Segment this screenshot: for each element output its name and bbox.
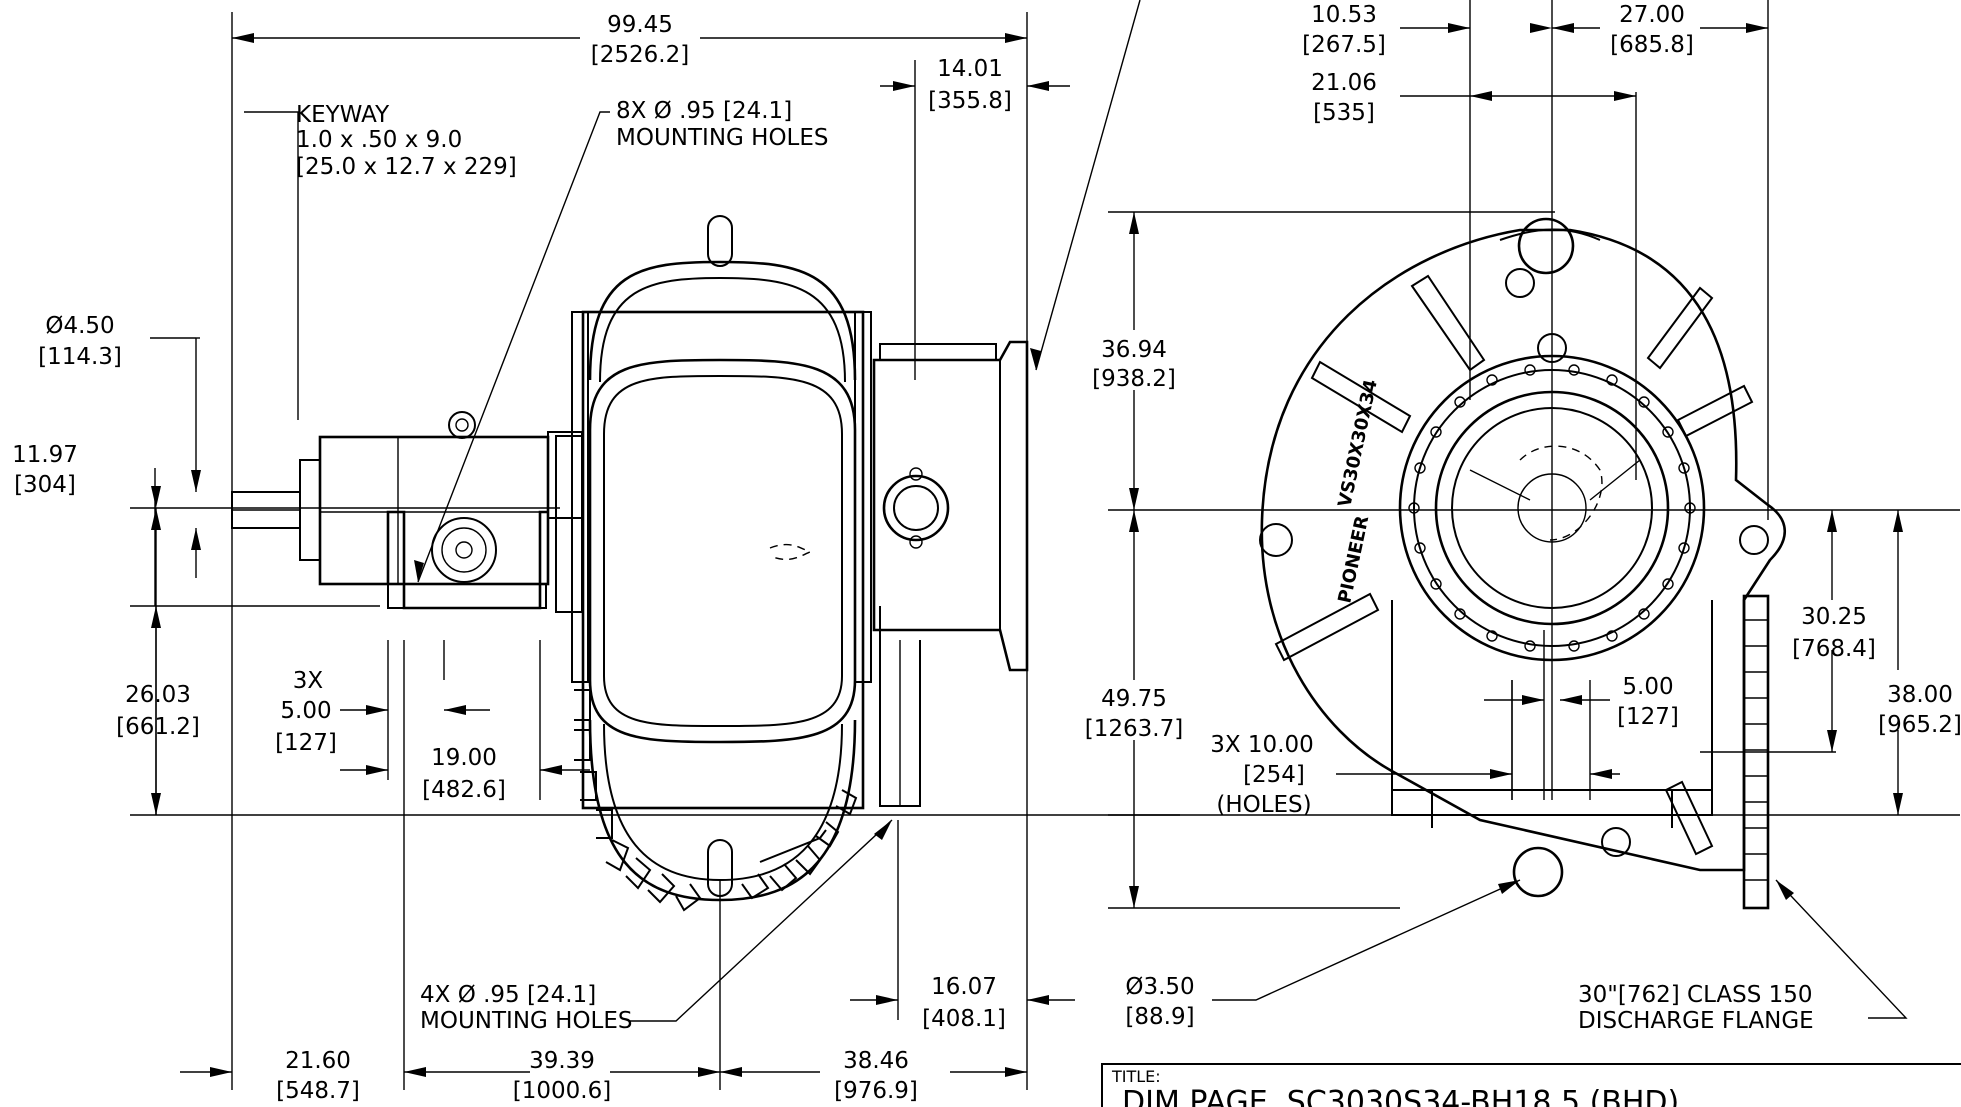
bolt-holes bbox=[1408, 364, 1696, 652]
hole-spacing-mm: [127] bbox=[275, 730, 337, 756]
inlet-spool bbox=[872, 340, 1029, 807]
shaft-to-mount-mm: [548.7] bbox=[276, 1078, 360, 1104]
side-view bbox=[130, 12, 1180, 1090]
foot-holes-spec: 3X 10.00 bbox=[1210, 732, 1314, 758]
foot-hole-spacing-in: 5.00 bbox=[1622, 674, 1673, 700]
shaft-diameter-in: Ø4.50 bbox=[45, 313, 114, 339]
foot-holes-note: (HOLES) bbox=[1216, 792, 1311, 818]
shaft-height-in: 11.97 bbox=[12, 442, 78, 468]
volute-ribs bbox=[1274, 274, 1754, 856]
front-base bbox=[1391, 600, 1713, 828]
mounting-holes-4x-label: MOUNTING HOLES bbox=[420, 1008, 633, 1034]
mounting-holes-8x-spec: 8X Ø .95 [24.1] bbox=[616, 98, 792, 124]
mount-to-flange-mm: [976.9] bbox=[834, 1078, 918, 1104]
mount-span-in: 39.39 bbox=[529, 1048, 595, 1074]
keyway-size-mm: [25.0 x 12.7 x 229] bbox=[296, 154, 517, 180]
motor-base-in: 19.00 bbox=[431, 745, 497, 771]
hole-spacing-in: 5.00 bbox=[280, 698, 331, 724]
lower-height-in: 49.75 bbox=[1101, 686, 1167, 712]
casing-brand: PIONEER bbox=[1334, 514, 1373, 605]
suction-flange bbox=[1398, 354, 1706, 662]
side-view-dimensions: 99.45 [2526.2] 14.01 [355.8] Ø4.50 [114.… bbox=[12, 12, 1012, 1104]
shaft-to-mount-in: 21.60 bbox=[285, 1048, 351, 1074]
mount-span-mm: [1000.6] bbox=[513, 1078, 611, 1104]
inlet-offset-in: 14.01 bbox=[937, 56, 1003, 82]
discharge-flange-ribs bbox=[1744, 619, 1768, 881]
foot-to-flange-mm: [408.1] bbox=[922, 1006, 1006, 1032]
overall-length-mm: [2526.2] bbox=[591, 42, 689, 68]
motor bbox=[231, 411, 583, 586]
overall-to-base-in: 38.00 bbox=[1887, 682, 1953, 708]
front-extension-lines bbox=[1108, 0, 1960, 909]
inlet-offset-mm: [355.8] bbox=[928, 88, 1012, 114]
hole-spacing-count: 3X bbox=[293, 668, 324, 694]
upper-height-mm: [938.2] bbox=[1092, 366, 1176, 392]
front-view-notes: 30"[762] CLASS 150 DISCHARGE FLANGE bbox=[1578, 982, 1814, 1034]
mount-to-flange-in: 38.46 bbox=[843, 1048, 909, 1074]
title-value: DIM PAGE, SC3030S34-BH18.5 (BHD) bbox=[1122, 1085, 1679, 1107]
eye-diameter-mm: [88.9] bbox=[1125, 1004, 1194, 1030]
shaft-height-mm: [304] bbox=[14, 472, 76, 498]
casing-lettering: PIONEER VS30X30X34 bbox=[1334, 378, 1382, 605]
flange-teeth bbox=[574, 689, 858, 912]
base-to-center-in: 26.03 bbox=[125, 682, 191, 708]
mounting-holes-8x-label: MOUNTING HOLES bbox=[616, 125, 829, 151]
base-to-center-mm: [661.2] bbox=[116, 714, 200, 740]
side-extension-lines bbox=[130, 12, 1180, 1090]
motor-base-mm: [482.6] bbox=[422, 777, 506, 803]
arrowheads bbox=[151, 23, 1903, 1077]
discharge-height-in: 30.25 bbox=[1801, 604, 1867, 630]
upper-height-in: 36.94 bbox=[1101, 337, 1167, 363]
volute bbox=[1259, 217, 1786, 898]
gearbox bbox=[386, 435, 583, 613]
overall-to-base-mm: [965.2] bbox=[1878, 712, 1961, 738]
keyway-size-in: 1.0 x .50 x 9.0 bbox=[296, 127, 462, 153]
foot-hole-spacing-mm: [127] bbox=[1617, 704, 1679, 730]
overall-length-in: 99.45 bbox=[607, 12, 673, 38]
top-center-span-mm: [535] bbox=[1313, 100, 1375, 126]
foot-to-flange-in: 16.07 bbox=[931, 974, 997, 1000]
pump-casing-side bbox=[571, 215, 872, 912]
mounting-holes-4x-spec: 4X Ø .95 [24.1] bbox=[420, 982, 596, 1008]
top-right-offset-in: 27.00 bbox=[1619, 2, 1685, 28]
foot-holes-mm: [254] bbox=[1243, 762, 1305, 788]
eye-diameter-in: Ø3.50 bbox=[1125, 974, 1194, 1000]
top-center-span-in: 21.06 bbox=[1311, 70, 1377, 96]
front-view-dimensions: 10.53 [267.5] 27.00 [685.8] 21.06 [535] … bbox=[1085, 2, 1961, 1030]
side-view-notes: KEYWAY 1.0 x .50 x 9.0 [25.0 x 12.7 x 22… bbox=[296, 98, 829, 1034]
top-left-offset-in: 10.53 bbox=[1311, 2, 1377, 28]
keyway-label: KEYWAY bbox=[296, 102, 390, 128]
shaft-diameter-mm: [114.3] bbox=[38, 344, 122, 370]
discharge-flange-spec: 30"[762] CLASS 150 bbox=[1578, 982, 1813, 1008]
front-view bbox=[1108, 0, 1960, 910]
discharge-flange-label: DISCHARGE FLANGE bbox=[1578, 1008, 1814, 1034]
discharge-height-mm: [768.4] bbox=[1792, 636, 1876, 662]
casing-model: VS30X30X34 bbox=[1334, 378, 1382, 509]
lower-height-mm: [1263.7] bbox=[1085, 716, 1183, 742]
top-right-offset-mm: [685.8] bbox=[1610, 32, 1694, 58]
title-block: TITLE: DIM PAGE, SC3030S34-BH18.5 (BHD) bbox=[1101, 1063, 1961, 1107]
title-label: TITLE: bbox=[1111, 1067, 1161, 1086]
top-left-offset-mm: [267.5] bbox=[1302, 32, 1386, 58]
